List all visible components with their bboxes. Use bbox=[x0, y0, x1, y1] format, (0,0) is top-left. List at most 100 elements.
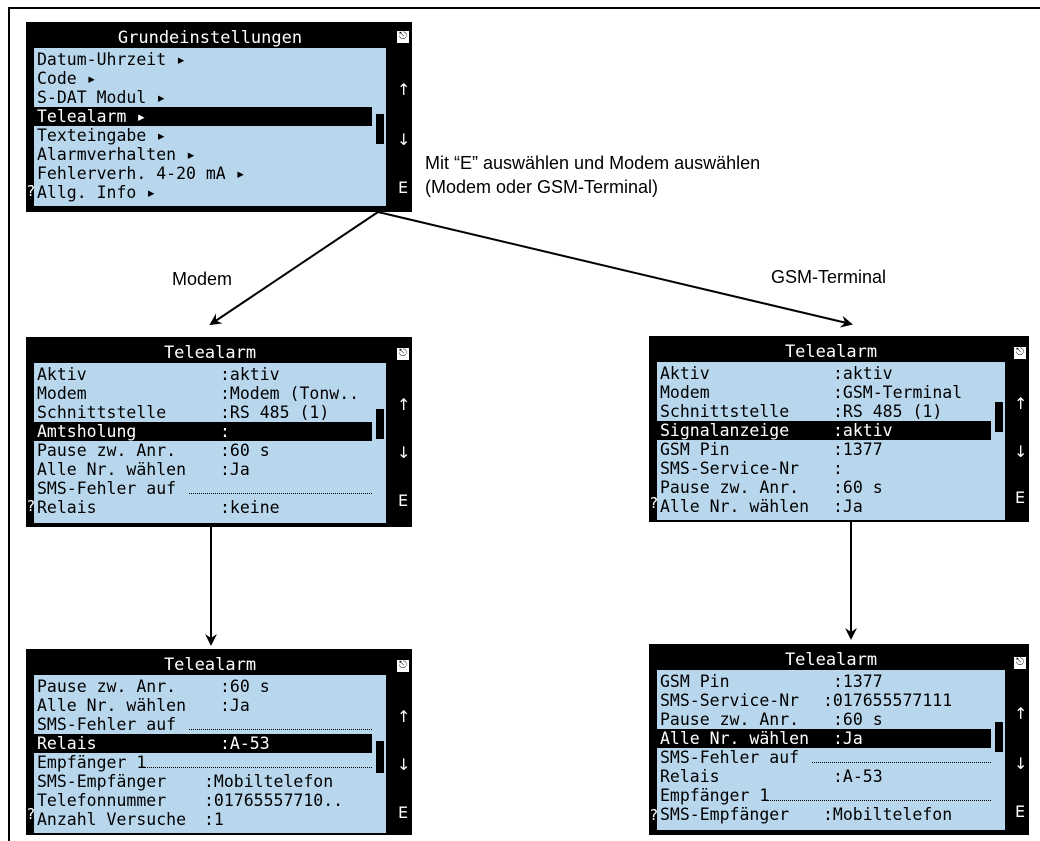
setting-row[interactable]: Alle Nr. wählen:Ja bbox=[34, 696, 372, 715]
dotted-separator bbox=[189, 493, 372, 494]
setting-row[interactable]: SMS-Fehler auf bbox=[34, 715, 372, 734]
help-key[interactable]: ? bbox=[27, 182, 35, 200]
enter-key[interactable]: E bbox=[1013, 486, 1027, 510]
setting-row[interactable]: SMS-Empfänger :Mobiltelefon bbox=[34, 772, 372, 791]
label-gsm-terminal: GSM-Terminal bbox=[771, 267, 887, 287]
setting-row[interactable]: Relais:keine bbox=[34, 498, 372, 517]
screen-modem-2: Telealarm Pause zw. Anr.:60 s Alle Nr. w… bbox=[34, 655, 386, 833]
setting-row[interactable]: Alle Nr. wählen :Ja bbox=[657, 497, 991, 516]
enter-key[interactable]: E bbox=[396, 176, 410, 200]
setting-row-selected[interactable]: Relais:A-53 bbox=[34, 734, 372, 753]
setting-label: SMS-Empfänger bbox=[37, 772, 167, 791]
setting-row[interactable]: Schnittstelle:RS 485 (1) bbox=[657, 402, 991, 421]
setting-row-selected[interactable]: Alle Nr. wählen:Ja bbox=[657, 729, 991, 748]
scrollbar[interactable] bbox=[376, 409, 384, 439]
enter-key[interactable]: E bbox=[396, 801, 410, 825]
menu-item[interactable]: S-DAT Modul ▸ bbox=[37, 88, 167, 107]
dotted-separator bbox=[144, 767, 372, 768]
setting-row[interactable]: Pause zw. Anr.:60 s bbox=[657, 478, 991, 497]
setting-label: Modem bbox=[660, 383, 710, 402]
setting-row[interactable]: Pause zw. Anr.:60 s bbox=[34, 677, 372, 696]
setting-label: Pause zw. Anr. bbox=[37, 677, 177, 696]
device-main-menu: Grundeinstellungen Datum-Uhrzeit ▸ Code … bbox=[26, 22, 412, 212]
screen-title: Telealarm bbox=[657, 650, 1005, 670]
setting-row[interactable]: SMS-Service-Nr: bbox=[657, 459, 991, 478]
menu-item[interactable]: Alarmverhalten ▸ bbox=[37, 145, 196, 164]
setting-label: SMS-Fehler auf bbox=[660, 748, 800, 767]
setting-value: :Mobiltelefon bbox=[823, 805, 953, 824]
esc-key-icon[interactable]: ⎋ bbox=[1013, 656, 1027, 670]
down-key[interactable]: ↓ bbox=[396, 128, 410, 152]
esc-key-icon[interactable]: ⎋ bbox=[396, 30, 410, 44]
setting-value: :aktiv bbox=[833, 364, 893, 383]
setting-row[interactable]: Telefonnummer:01765557710.. bbox=[34, 791, 372, 810]
setting-value: :Ja bbox=[220, 460, 250, 479]
setting-label: GSM Pin bbox=[660, 672, 730, 691]
setting-row[interactable]: Aktiv :aktiv bbox=[657, 364, 991, 383]
esc-key-icon[interactable]: ⎋ bbox=[1013, 346, 1027, 360]
setting-row[interactable]: GSM Pin:1377 bbox=[657, 672, 991, 691]
up-key[interactable]: ↑ bbox=[396, 78, 410, 102]
up-key[interactable]: ↑ bbox=[1013, 702, 1027, 726]
enter-key[interactable]: E bbox=[396, 489, 410, 513]
scrollbar[interactable] bbox=[376, 114, 384, 144]
setting-row[interactable]: SMS-Fehler auf bbox=[657, 748, 991, 767]
setting-row[interactable]: Pause zw. Anr.:60 s bbox=[657, 710, 991, 729]
help-key[interactable]: ? bbox=[650, 494, 658, 512]
help-key[interactable]: ? bbox=[650, 806, 658, 824]
setting-value: :1 bbox=[204, 810, 224, 829]
down-key[interactable]: ↓ bbox=[1013, 752, 1027, 776]
down-key[interactable]: ↓ bbox=[396, 441, 410, 465]
setting-label: Aktiv bbox=[37, 365, 87, 384]
caption-select: Mit “E” auswählen und Modem auswählen bbox=[425, 153, 761, 173]
setting-row[interactable]: Modem:Modem (Tonw.. bbox=[34, 384, 372, 403]
setting-row[interactable]: GSM Pin:1377 bbox=[657, 440, 991, 459]
setting-row[interactable]: Modem:GSM-Terminal bbox=[657, 383, 991, 402]
scrollbar[interactable] bbox=[995, 402, 1003, 432]
setting-row-selected[interactable]: Amtsholung: bbox=[34, 422, 372, 441]
setting-value: :Ja bbox=[833, 729, 863, 748]
setting-label: Aktiv bbox=[660, 364, 710, 383]
up-key[interactable]: ↑ bbox=[396, 393, 410, 417]
setting-row[interactable]: SMS-Empfänger:Mobiltelefon bbox=[657, 805, 991, 824]
setting-label: Schnittstelle bbox=[660, 402, 790, 421]
setting-label: Alle Nr. wählen bbox=[660, 497, 810, 516]
menu-item[interactable]: Code ▸ bbox=[37, 69, 97, 88]
down-key[interactable]: ↓ bbox=[1013, 440, 1027, 464]
menu-item-selected[interactable]: Telealarm ▸ bbox=[34, 107, 372, 126]
setting-row[interactable]: Pause zw. Anr.:60 s bbox=[34, 441, 372, 460]
help-key[interactable]: ? bbox=[27, 497, 35, 515]
enter-key[interactable]: E bbox=[1013, 800, 1027, 824]
setting-label: SMS-Fehler auf bbox=[37, 479, 177, 498]
setting-row[interactable]: Alle Nr. wählen:Ja bbox=[34, 460, 372, 479]
esc-key-icon[interactable]: ⎋ bbox=[396, 659, 410, 673]
scrollbar[interactable] bbox=[376, 741, 384, 773]
setting-row[interactable]: Schnittstelle:RS 485 (1) bbox=[34, 403, 372, 422]
setting-label: Pause zw. Anr. bbox=[660, 710, 800, 729]
setting-row-selected[interactable]: Signalanzeige:aktiv bbox=[657, 421, 991, 440]
setting-label: Amtsholung bbox=[37, 422, 137, 441]
down-key[interactable]: ↓ bbox=[396, 753, 410, 777]
setting-row[interactable]: Empfänger 1 bbox=[657, 786, 991, 805]
setting-row[interactable]: Relais:A-53 bbox=[657, 767, 991, 786]
menu-item[interactable]: Texteingabe ▸ bbox=[37, 126, 167, 145]
help-key[interactable]: ? bbox=[27, 805, 35, 823]
screen-title: Grundeinstellungen bbox=[34, 28, 386, 48]
scrollbar[interactable] bbox=[995, 722, 1003, 752]
setting-value: : bbox=[833, 459, 843, 478]
setting-value: :Mobiltelefon bbox=[204, 772, 334, 791]
setting-value: :017655577111 bbox=[823, 691, 953, 710]
esc-key-icon[interactable]: ⎋ bbox=[396, 347, 410, 361]
menu-item[interactable]: Allg. Info ▸ bbox=[37, 183, 157, 202]
setting-row[interactable]: Anzahl Versuche:1 bbox=[34, 810, 372, 829]
menu-item[interactable]: Datum-Uhrzeit ▸ bbox=[37, 50, 187, 69]
screen-title: Telealarm bbox=[34, 343, 386, 363]
setting-row[interactable]: Empfänger 1 bbox=[34, 753, 372, 772]
up-key[interactable]: ↑ bbox=[396, 705, 410, 729]
up-key[interactable]: ↑ bbox=[1013, 392, 1027, 416]
setting-row[interactable]: Aktiv:aktiv bbox=[34, 365, 372, 384]
setting-value: :Ja bbox=[833, 497, 863, 516]
menu-item[interactable]: Fehlerverh. 4-20 mA ▸ bbox=[37, 164, 246, 183]
setting-row[interactable]: SMS-Fehler auf bbox=[34, 479, 372, 498]
setting-row[interactable]: SMS-Service-Nr:017655577111 bbox=[657, 691, 991, 710]
